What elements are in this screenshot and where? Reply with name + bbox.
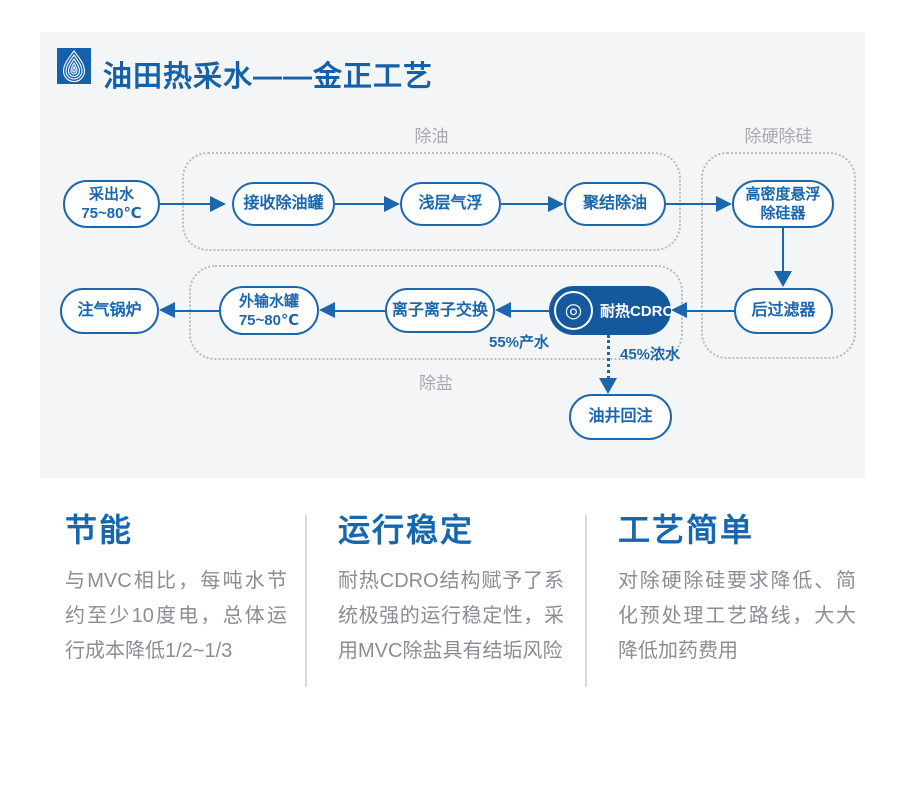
feature-energy-saving-title: 节能 bbox=[65, 512, 134, 548]
water-drop-logo-icon bbox=[57, 48, 91, 84]
feature-energy-saving: 节能 与MVC相比，每吨水节约至少10度电，总体运行成本降低1/2~1/3 bbox=[65, 505, 287, 669]
feature-simple-process: 工艺简单 对除硬除硅要求降低、简化预处理工艺路线，大大降低加药费用 bbox=[618, 505, 856, 669]
group-box-deoiling bbox=[182, 152, 681, 251]
node-heat-resistant-cdro-label: 耐热CDRO bbox=[600, 303, 675, 320]
column-divider bbox=[305, 515, 307, 687]
node-export-water-tank: 外输水罐 75~80℃ bbox=[219, 286, 319, 335]
double-circle-icon: ◎ bbox=[554, 291, 593, 330]
node-produced-water: 采出水 75~80℃ bbox=[63, 180, 160, 228]
node-receiving-deoiling-tank-label: 接收除油罐 bbox=[243, 195, 324, 212]
node-ion-ion-exchange-label: 离子离子交换 bbox=[391, 301, 488, 319]
node-receiving-deoiling-tank: 接收除油罐 bbox=[232, 182, 335, 226]
node-export-water-tank-line1: 外输水罐 bbox=[238, 292, 299, 310]
feature-simple-process-title: 工艺简单 bbox=[618, 512, 755, 548]
node-shallow-air-flotation: 浅层气浮 bbox=[400, 182, 501, 226]
column-divider bbox=[585, 515, 587, 687]
node-gas-injection-boiler: 注气锅炉 bbox=[60, 288, 159, 334]
node-produced-water-line2: 75~80℃ bbox=[81, 205, 142, 222]
group-label-desalination: 除盐 bbox=[419, 374, 453, 393]
feature-stable-operation-body: 耐热CDRO结构赋予了系统极强的运行稳定性，采用MVC除盐具有结垢风险 bbox=[338, 570, 564, 662]
node-post-filter-label: 后过滤器 bbox=[751, 302, 816, 319]
feature-energy-saving-body: 与MVC相比，每吨水节约至少10度电，总体运行成本降低1/2~1/3 bbox=[65, 570, 287, 662]
feature-stable-operation-title: 运行稳定 bbox=[338, 512, 475, 548]
group-label-hardness-silica-removal: 除硬除硅 bbox=[744, 127, 813, 146]
node-high-density-line2: 除硅器 bbox=[760, 205, 806, 222]
node-produced-water-line1: 采出水 bbox=[88, 186, 134, 203]
node-oil-well-reinjection-label: 油井回注 bbox=[588, 408, 653, 425]
label-55-percent-product-water: 55%产水 bbox=[489, 334, 550, 351]
node-ion-ion-exchange: 离子离子交换 bbox=[385, 288, 495, 333]
node-coalescing-deoiling-label: 聚结除油 bbox=[582, 195, 647, 212]
node-gas-injection-boiler-label: 注气锅炉 bbox=[77, 302, 142, 319]
node-heat-resistant-cdro: ◎ 耐热CDRO bbox=[549, 286, 675, 335]
group-label-deoiling: 除油 bbox=[414, 127, 449, 146]
page-title: 油田热采水——金正工艺 bbox=[103, 61, 434, 93]
node-shallow-air-flotation-label: 浅层气浮 bbox=[418, 195, 483, 212]
group-box-hardness-silica-removal bbox=[701, 152, 856, 359]
feature-stable-operation: 运行稳定 耐热CDRO结构赋予了系统极强的运行稳定性，采用MVC除盐具有结垢风险 bbox=[338, 505, 564, 669]
diagram-panel bbox=[40, 32, 865, 478]
node-export-water-tank-line2: 75~80℃ bbox=[238, 311, 300, 329]
node-post-filter: 后过滤器 bbox=[734, 288, 833, 334]
node-high-density-suspension-desilicizer: 高密度悬浮 除硅器 bbox=[732, 180, 834, 228]
node-oil-well-reinjection: 油井回注 bbox=[569, 394, 672, 440]
feature-simple-process-body: 对除硬除硅要求降低、简化预处理工艺路线，大大降低加药费用 bbox=[618, 570, 856, 662]
node-coalescing-deoiling: 聚结除油 bbox=[564, 182, 666, 226]
node-high-density-line1: 高密度悬浮 bbox=[745, 186, 821, 203]
label-45-percent-concentrate-water: 45%浓水 bbox=[620, 346, 681, 363]
